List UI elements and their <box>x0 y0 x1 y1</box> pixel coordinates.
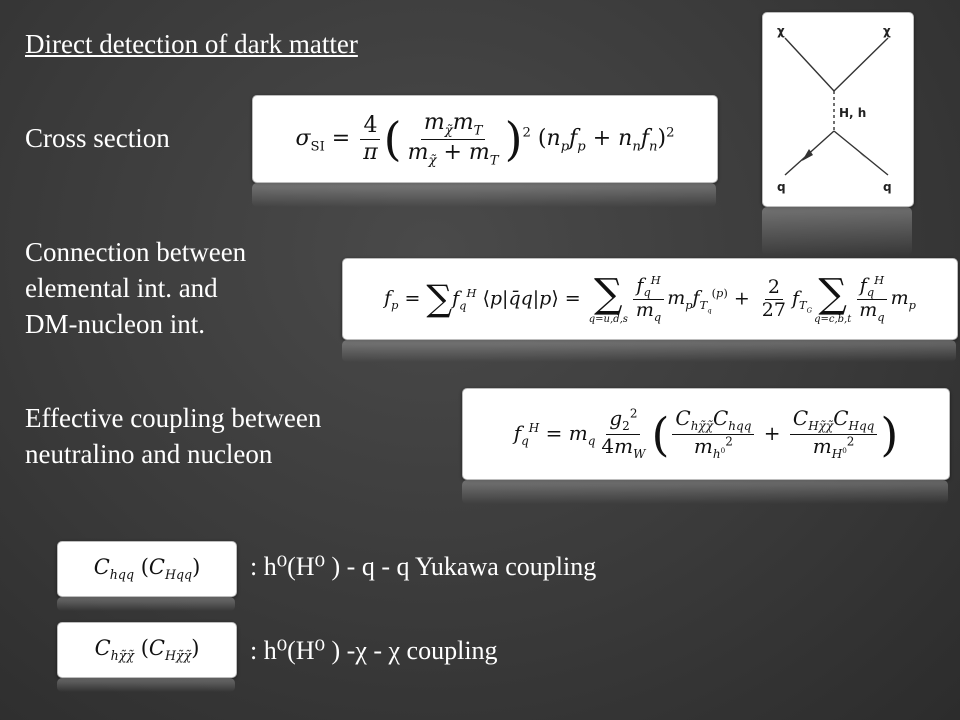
diagram-label-q-left: q <box>777 180 786 194</box>
label-effective-line-2: neutralino and nucleon <box>25 439 273 469</box>
coupling-description-yukawa: : h⁰(H⁰ ) - q - q Yukawa coupling <box>250 552 597 581</box>
equation-reflection <box>342 340 956 362</box>
label-connection-line-2: elemental int. and <box>25 273 218 303</box>
chxx-box: Chχ̃χ̃ (CHχ̃χ̃) <box>57 622 237 678</box>
label-connection: Connection between elemental int. and DM… <box>25 234 246 342</box>
coupling-description-neutralino: : h⁰(H⁰ ) -χ - χ coupling <box>250 636 498 665</box>
diagram-label-propagator: H, h <box>839 106 866 120</box>
slide-title: Direct detection of dark matter <box>25 29 358 59</box>
quark-line-right <box>833 130 889 176</box>
label-connection-line-1: Connection between <box>25 237 247 267</box>
chi-line-right <box>833 37 889 92</box>
label-effective-line-1: Effective coupling between <box>25 403 322 433</box>
chi-line-left <box>784 37 835 92</box>
diagram-label-q-right: q <box>883 180 892 194</box>
chqq-box: Chqq (CHqq) <box>57 541 237 597</box>
equation-reflection <box>462 480 948 504</box>
feynman-diagram: χ χ H, h q q <box>762 12 914 207</box>
equation-reflection <box>252 183 716 207</box>
label-cross-section: Cross section <box>25 123 170 153</box>
diagram-label-chi-right: χ <box>883 24 891 38</box>
equation-reflection <box>57 678 235 692</box>
label-effective: Effective coupling between neutralino an… <box>25 400 321 472</box>
equation-reflection <box>57 597 235 611</box>
diagram-reflection <box>762 207 912 255</box>
arrow-right-icon <box>855 147 866 159</box>
arrow-left-icon <box>802 149 813 161</box>
label-connection-line-3: DM-nucleon int. <box>25 309 205 339</box>
diagram-label-chi-left: χ <box>777 24 785 38</box>
